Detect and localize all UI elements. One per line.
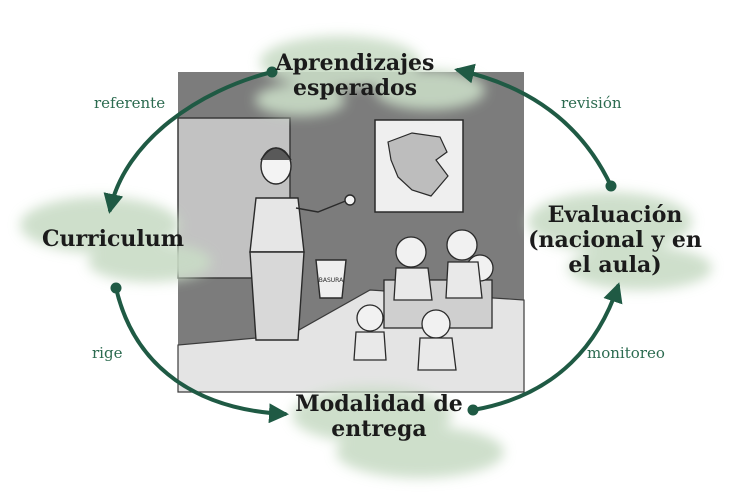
arrow-start-dots xyxy=(110,66,617,416)
arrow-revision xyxy=(454,63,613,188)
edge-label-rige: rige xyxy=(92,344,123,362)
trash-bin: BASURA xyxy=(315,259,347,299)
cloud-decorations xyxy=(20,36,712,478)
arrow-rige xyxy=(114,286,289,424)
node-aprendizajes-line2: esperados xyxy=(292,75,418,101)
edge-label-revision: revisión xyxy=(561,94,622,112)
arrow-referente xyxy=(103,70,274,214)
edge-label-monitoreo: monitoreo xyxy=(587,344,665,362)
node-modalidad-line2: entrega xyxy=(331,416,427,442)
node-evaluacion-line1: Evaluación xyxy=(547,202,683,228)
wall-map xyxy=(374,119,464,213)
edge-label-referente: referente xyxy=(94,94,166,112)
node-modalidad-de-entrega: Modalidad de entrega xyxy=(284,392,474,442)
node-curriculum: Curriculum xyxy=(38,227,188,252)
classroom-illustration: BASURA xyxy=(177,72,525,393)
node-modalidad-line1: Modalidad de xyxy=(295,391,463,417)
cycle-arrows xyxy=(103,63,623,424)
node-evaluacion: Evaluación (nacional y en el aula) xyxy=(515,203,715,278)
node-aprendizajes-line1: Aprendizajes xyxy=(275,50,435,76)
bin-label: BASURA xyxy=(319,277,344,284)
node-evaluacion-line2: (nacional y en xyxy=(528,227,702,253)
node-evaluacion-line3: el aula) xyxy=(568,252,662,278)
node-curriculum-line1: Curriculum xyxy=(41,226,185,252)
arrow-monitoreo xyxy=(471,282,623,412)
teacher-figure xyxy=(249,147,356,341)
node-aprendizajes-esperados: Aprendizajes esperados xyxy=(270,51,440,101)
students-group xyxy=(353,229,494,371)
